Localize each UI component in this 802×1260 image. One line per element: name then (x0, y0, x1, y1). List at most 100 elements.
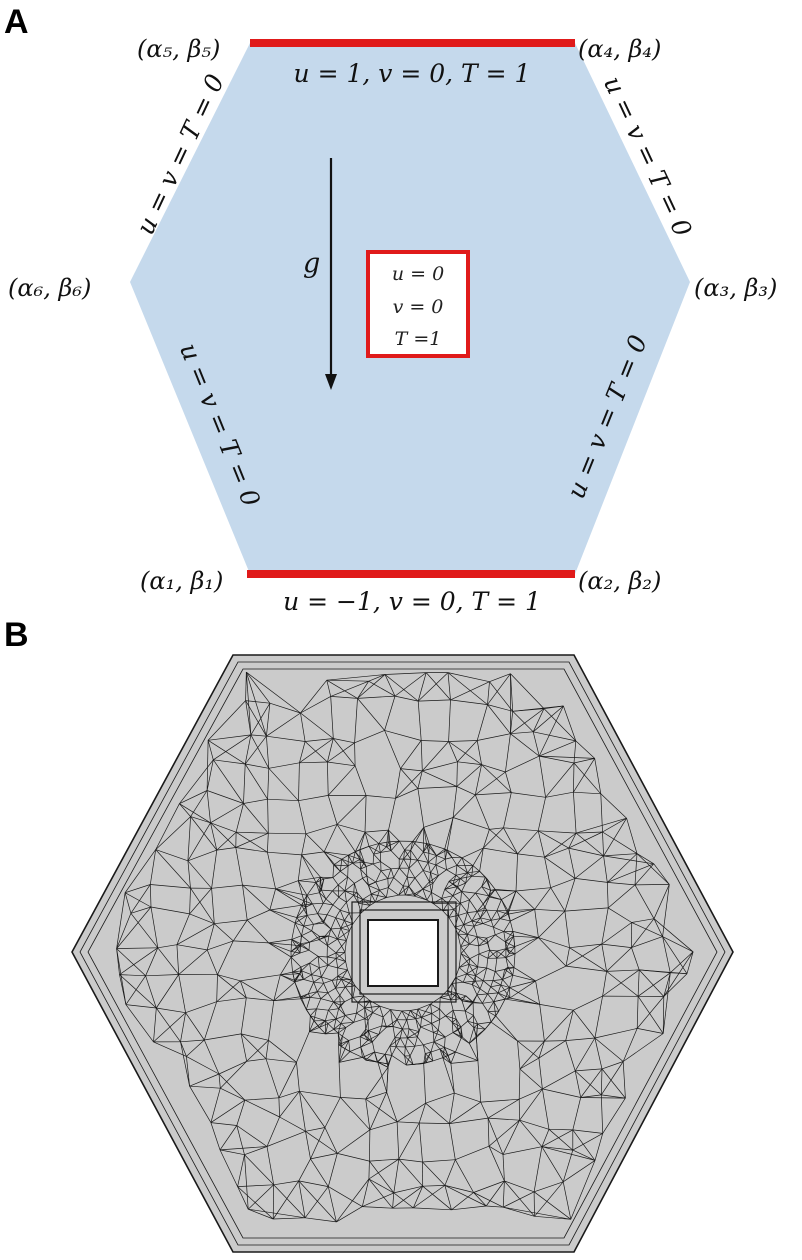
mesh-edge (471, 871, 480, 877)
mesh-edge (444, 1046, 456, 1053)
mesh-edge (119, 974, 146, 977)
mesh-edge (487, 1011, 492, 1023)
mesh-edge (503, 827, 539, 832)
mesh-edge (359, 859, 361, 870)
mesh-edge (354, 878, 363, 884)
mesh-edge (473, 1027, 477, 1038)
mesh-edge (421, 1017, 432, 1024)
mesh-edge (491, 918, 501, 921)
mesh-edge (493, 992, 499, 1002)
mesh-edge (563, 1160, 596, 1183)
mesh-edge (538, 830, 569, 849)
mesh-edge (517, 853, 545, 858)
mesh-edge (425, 1060, 433, 1063)
mesh-edge (603, 853, 638, 857)
mesh-edge (418, 1103, 426, 1124)
mesh-edge (601, 1094, 626, 1099)
mesh-edge (368, 845, 381, 853)
mesh-edge (386, 840, 400, 848)
mesh-edge (493, 927, 496, 935)
mesh-edge (372, 863, 382, 872)
mesh-edge (638, 969, 665, 997)
mesh-edge (497, 992, 511, 999)
mesh-edge (594, 1037, 603, 1069)
mesh-edge (218, 1073, 246, 1101)
mesh-edge (308, 949, 319, 957)
mesh-edge (324, 1010, 329, 1021)
mesh-edge (298, 1180, 337, 1223)
mesh-edge (342, 1036, 349, 1041)
mesh-edge (246, 671, 301, 714)
mesh-edge (310, 1158, 329, 1187)
mesh-edge (504, 969, 514, 976)
mesh-edge (359, 1036, 369, 1041)
mesh-edge (301, 905, 308, 916)
mesh-edge (481, 876, 486, 887)
mesh-edge (452, 981, 464, 984)
mesh-edge (509, 980, 536, 999)
mesh-edge (273, 998, 301, 1002)
mesh-edge (268, 1040, 297, 1063)
mesh-edge (290, 939, 293, 952)
mesh-edge (130, 884, 151, 914)
mesh-edge (369, 1160, 395, 1194)
mesh-edge (273, 996, 302, 1002)
mesh-edge (398, 858, 404, 869)
mesh-edge (388, 830, 392, 851)
mesh-edge (452, 878, 461, 885)
mesh-edge (448, 909, 455, 918)
mesh-edge (245, 700, 252, 735)
mesh-edge (326, 679, 369, 682)
mesh-edge (450, 699, 488, 705)
mesh-edge (338, 1036, 343, 1045)
mesh-edge (309, 936, 320, 943)
mesh-edge (417, 770, 423, 789)
mesh-edge (406, 1010, 411, 1021)
mesh-edge (324, 936, 328, 946)
mesh-edge (497, 984, 502, 994)
mesh-edge (155, 849, 189, 862)
mesh-edge (517, 1040, 540, 1059)
mesh-edge (475, 792, 512, 796)
corner-2-label: (α₂, β₂) (578, 567, 661, 595)
mesh-edge (637, 972, 671, 997)
mesh-edge (487, 1117, 504, 1155)
mesh-edge (533, 1181, 564, 1193)
mesh-edge (246, 1040, 269, 1062)
mesh-edge (538, 756, 546, 798)
mesh-edge (335, 951, 346, 954)
mesh-edge (250, 734, 267, 737)
mesh-edge (354, 730, 385, 744)
mesh-edge (510, 708, 545, 734)
mesh-edge (467, 911, 478, 913)
mesh-edge (327, 738, 334, 763)
mesh-edge (240, 980, 274, 1002)
mesh-edge (317, 903, 324, 914)
mesh-edge (538, 910, 566, 938)
mesh-edge (415, 1018, 420, 1032)
mesh-edge (404, 886, 410, 896)
mesh-edge (602, 831, 638, 854)
mesh-edge (340, 871, 348, 878)
mesh-edge (534, 908, 565, 912)
mesh-edge (319, 878, 325, 893)
mesh-edge (420, 740, 423, 771)
mesh-edge (386, 841, 390, 847)
mesh-edge (379, 1005, 391, 1010)
mesh-edge (401, 1010, 411, 1012)
mesh-edge (279, 1116, 306, 1132)
mesh-edge (337, 1023, 342, 1034)
mesh-edge (373, 852, 381, 855)
mesh-edge (497, 987, 510, 994)
mesh-edge (337, 876, 348, 886)
mesh-edge (662, 936, 671, 973)
mesh-edge (458, 967, 467, 975)
mesh-edge (357, 681, 369, 699)
mesh-edge (327, 1153, 338, 1187)
mesh-edge (460, 875, 472, 879)
mesh-edge (273, 1184, 306, 1219)
mesh-edge (364, 1029, 367, 1035)
mesh-edge (406, 1018, 416, 1021)
mesh-edge (292, 971, 301, 975)
mesh-edge (278, 1097, 280, 1118)
